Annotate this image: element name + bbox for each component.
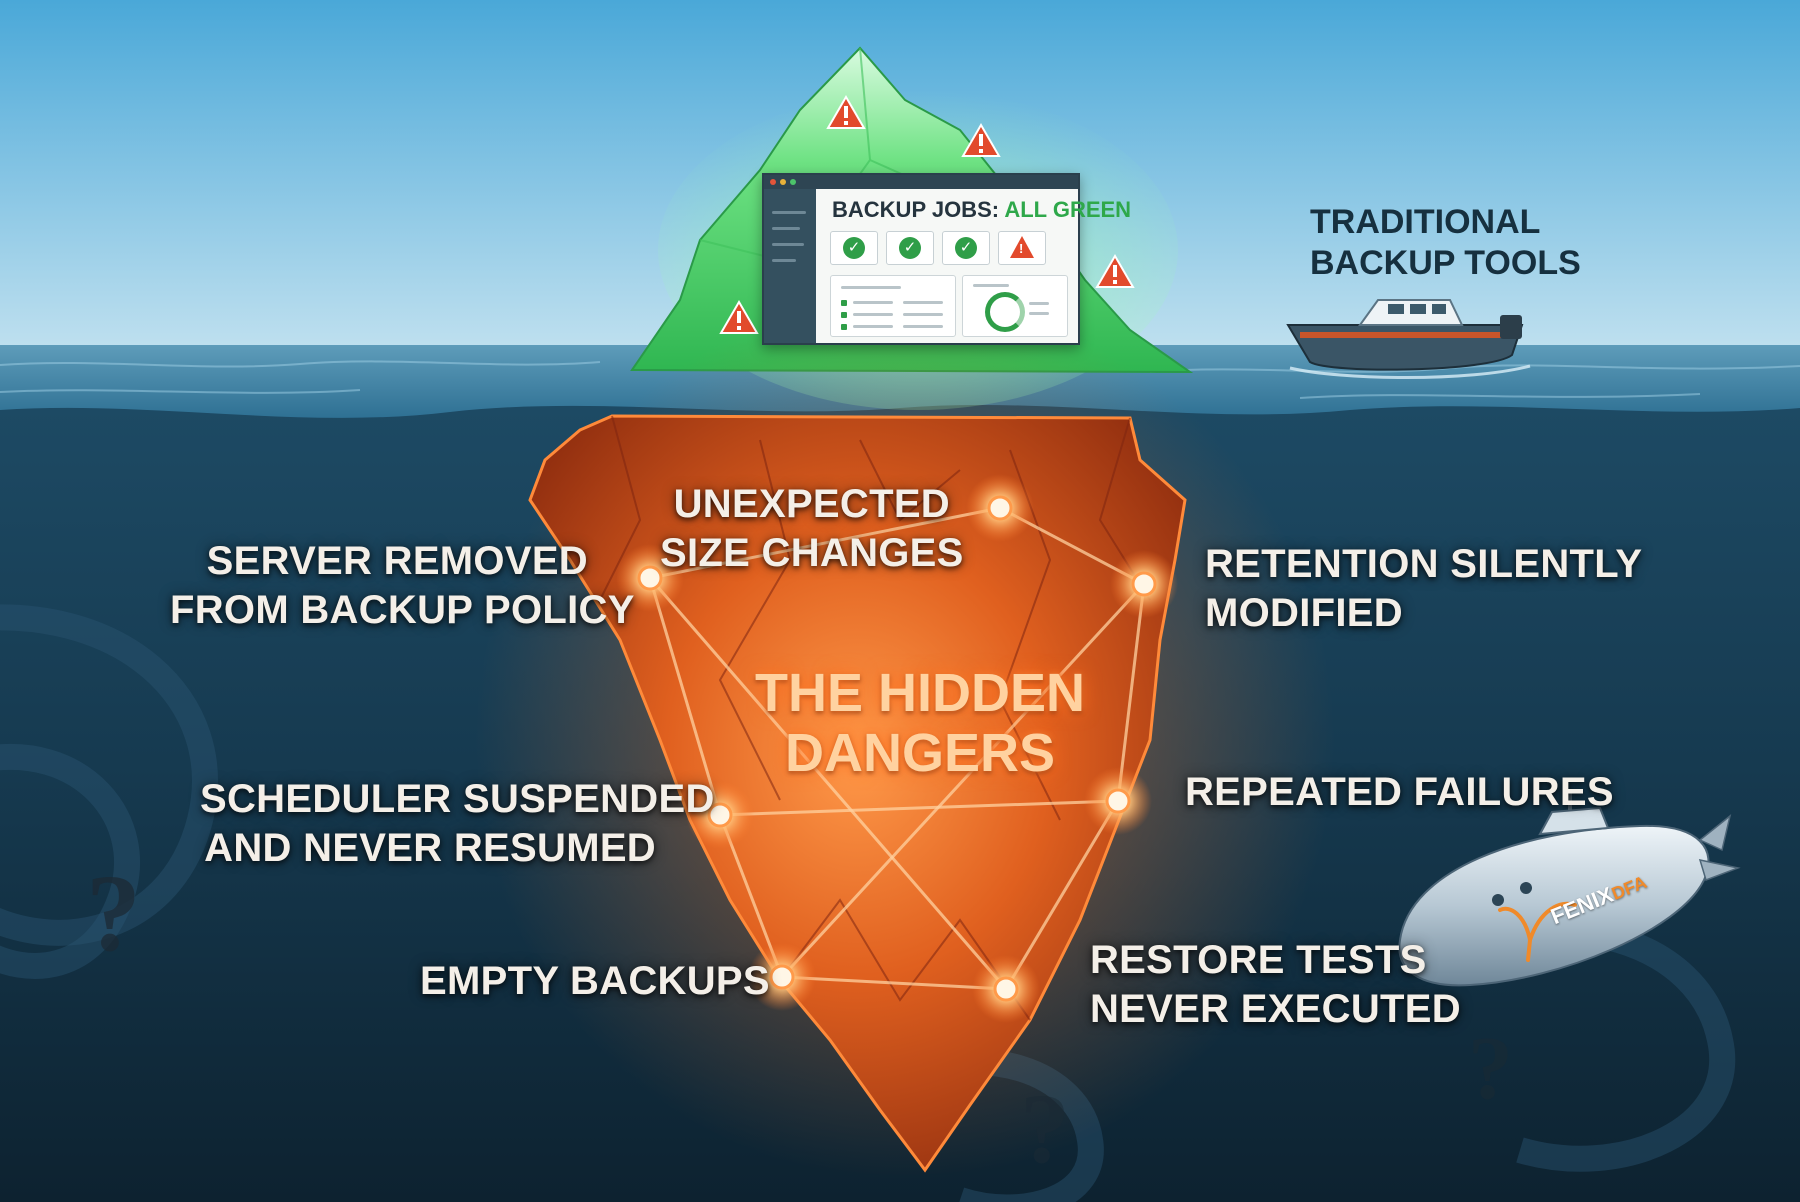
window-maximize-dot (790, 179, 796, 185)
check-icon: ✓ (843, 237, 865, 259)
check-icon: ✓ (899, 237, 921, 259)
job-tile-ok: ✓ (942, 231, 990, 265)
hidden-iceberg-facets (599, 415, 1151, 1021)
dashboard-title-prefix: BACKUP JOBS: (832, 197, 1005, 222)
status-ring-icon (985, 292, 1025, 332)
submarine (1398, 790, 1741, 987)
boat (1286, 299, 1531, 379)
dashboard-title: BACKUP JOBS: ALL GREEN (832, 197, 1131, 223)
job-tile-ok: ✓ (830, 231, 878, 265)
danger-label-scheduler: SCHEDULER SUSPENDED AND NEVER RESUMED (200, 777, 715, 870)
danger-label-server-removed: SERVER REMOVED FROM BACKUP POLICY (170, 539, 635, 632)
phoenix-logo (1498, 901, 1577, 962)
window-minimize-dot (780, 179, 786, 185)
danger-node-unexpected-size (966, 474, 1034, 542)
danger-label-repeated: REPEATED FAILURES (1185, 770, 1614, 814)
warning-icon (826, 95, 866, 129)
traditional-backup-tools-label: TRADITIONAL BACKUP TOOLS (1310, 203, 1581, 282)
danger-node-empty (748, 943, 816, 1011)
window-titlebar (764, 175, 1078, 189)
danger-label-unexpected-size: UNEXPECTED SIZE CHANGES (660, 482, 964, 575)
hidden-dangers-title: THE HIDDEN DANGERS (754, 663, 1085, 783)
job-list-panel (830, 275, 956, 337)
danger-label-empty: EMPTY BACKUPS (420, 959, 770, 1003)
question-mark-right: ? (1468, 1019, 1513, 1118)
danger-label-restore: RESTORE TESTS NEVER EXECUTED (1090, 938, 1461, 1031)
danger-node-restore (972, 955, 1040, 1023)
dashboard-sidebar (764, 189, 816, 343)
dashboard-title-status: ALL GREEN (1004, 197, 1132, 222)
danger-label-retention: RETENTION SILENTLY MODIFIED (1205, 542, 1643, 635)
status-ring-panel (962, 275, 1068, 337)
warning-icon (1095, 254, 1135, 288)
warning-icon (1010, 236, 1034, 258)
danger-node-repeated (1084, 767, 1152, 835)
danger-node-server-removed (616, 544, 684, 612)
danger-node-scheduler (686, 781, 754, 849)
backup-dashboard-window: BACKUP JOBS: ALL GREEN ✓ ✓ ✓ ! (762, 173, 1131, 345)
job-tile-warning: ! (998, 231, 1046, 265)
job-tile-ok: ✓ (886, 231, 934, 265)
danger-node-retention (1110, 550, 1178, 618)
window-close-dot (770, 179, 776, 185)
check-icon: ✓ (955, 237, 977, 259)
warning-icon (961, 123, 1001, 157)
question-mark-bottom: ? (1020, 1073, 1070, 1184)
question-mark-left: ? (86, 852, 141, 974)
warning-icon (719, 300, 759, 334)
